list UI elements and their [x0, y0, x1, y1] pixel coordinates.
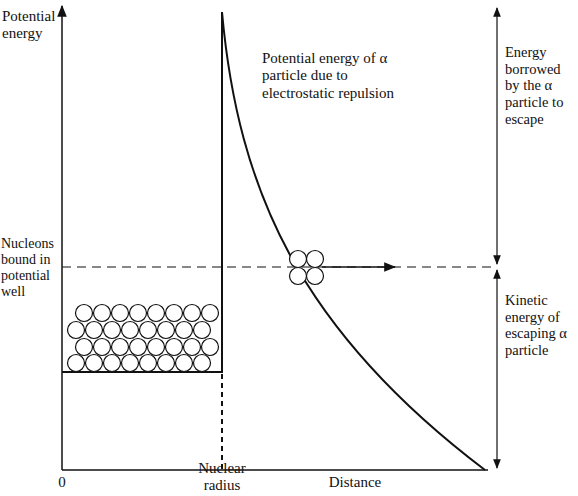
nucleon [140, 355, 157, 372]
nucleon [140, 322, 157, 339]
nucleon [104, 322, 121, 339]
escape-arrow [322, 266, 395, 268]
nucleon [130, 305, 147, 322]
well-label: Nucleons bound in potential well [1, 236, 61, 300]
potential-well [62, 12, 222, 372]
coulomb-curve [222, 12, 485, 470]
nucleon [184, 339, 201, 356]
radius-marker [221, 374, 223, 470]
origin-label: 0 [52, 474, 72, 491]
nucleon [86, 355, 103, 372]
axis-title: Potential energy [2, 8, 60, 43]
kinetic-span [496, 270, 497, 468]
nucleon [104, 355, 121, 372]
borrowed-label: Energy borrowed by the α particle to esc… [505, 44, 577, 127]
nucleon [122, 322, 139, 339]
curve-label: Potential energy of α particle due to el… [262, 50, 412, 102]
nucleon [194, 355, 211, 372]
nucleon [122, 355, 139, 372]
alpha-particle [290, 251, 324, 285]
nucleon [176, 355, 193, 372]
nucleon [86, 322, 103, 339]
energy-level [62, 266, 495, 267]
nucleon [94, 339, 111, 356]
nucleon [148, 339, 165, 356]
nucleons [68, 305, 219, 372]
nucleon [130, 339, 147, 356]
y-axis [61, 6, 63, 470]
kinetic-label: Kinetic energy of escaping α particle [505, 292, 577, 359]
nucleon [202, 305, 219, 322]
nucleon [166, 305, 183, 322]
nucleon [94, 305, 111, 322]
nucleon [176, 322, 193, 339]
nucleon [112, 339, 129, 356]
nucleon [184, 305, 201, 322]
axis-title: Distance [310, 474, 400, 491]
nucleon [194, 322, 211, 339]
x-axis [62, 469, 488, 471]
borrowed-span [496, 8, 497, 264]
nucleon [166, 339, 183, 356]
nucleon [76, 339, 93, 356]
nucleon [112, 305, 129, 322]
radius-label: Nuclear radius [182, 460, 262, 495]
nucleon [148, 305, 165, 322]
nucleon [158, 322, 175, 339]
nucleon [68, 355, 85, 372]
nucleon [202, 339, 219, 356]
nucleon [68, 322, 85, 339]
nucleon [76, 305, 93, 322]
nucleon [158, 355, 175, 372]
